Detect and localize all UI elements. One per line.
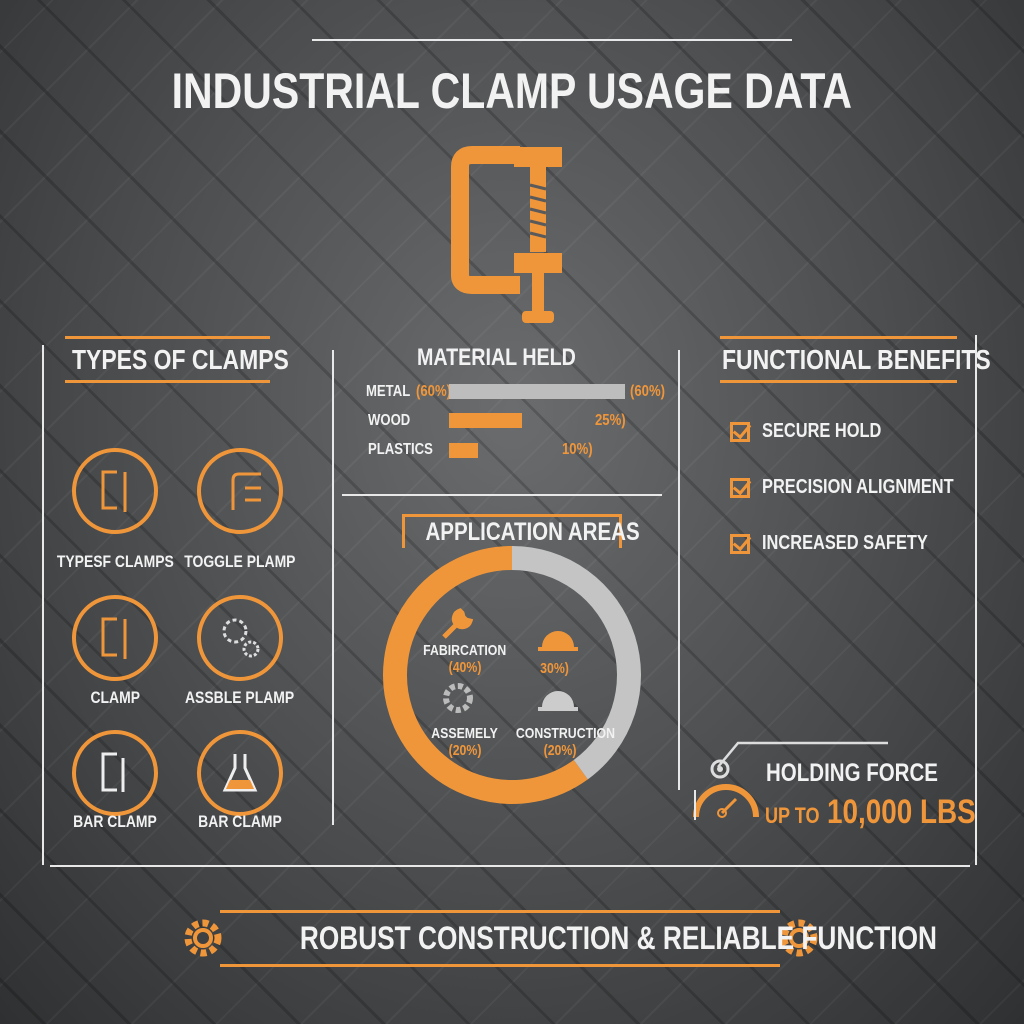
top-rule xyxy=(312,39,792,41)
donut-segment xyxy=(383,546,588,804)
frame-right xyxy=(975,335,977,865)
segment-assembly: Assemely(20%) xyxy=(431,725,499,759)
bar xyxy=(449,413,523,428)
segment-unlabeled: 30%) xyxy=(540,660,570,677)
donut-segment xyxy=(511,546,641,780)
application-donut xyxy=(383,546,641,804)
application-heading: Application Areas xyxy=(425,518,640,546)
material-heading: Material Held xyxy=(417,344,576,371)
bar xyxy=(449,443,479,458)
footer-tagline: Robust Construction & Reliable Function xyxy=(299,920,937,956)
frame-bottom xyxy=(50,865,970,867)
divider-left xyxy=(332,350,334,825)
gears-icon xyxy=(197,595,283,681)
bar xyxy=(449,384,625,399)
hard-hat-icon xyxy=(538,691,578,711)
gear-icon xyxy=(184,919,222,957)
checkbox-icon xyxy=(730,478,750,498)
gear-wrench-icon xyxy=(443,683,473,713)
wrench-icon xyxy=(442,608,474,639)
c-clamp-hero-icon xyxy=(451,146,562,323)
gauge-icon xyxy=(693,741,888,818)
bar-clamp-icon xyxy=(72,730,158,816)
types-heading: Types of Clamps xyxy=(72,344,289,375)
segment-fabrication: Fabircation(40%) xyxy=(423,642,507,676)
checkbox-icon xyxy=(730,422,750,442)
holding-force-value: Up to10,000 LBS xyxy=(765,793,977,831)
benefits-heading: Functional Benefits xyxy=(722,344,991,375)
flask-icon xyxy=(197,730,283,816)
c-clamp-icon xyxy=(72,595,158,681)
toggle-clamp-icon xyxy=(197,448,283,534)
page-title: Industrial Clamp Usage Data xyxy=(171,63,853,119)
checkbox-icon xyxy=(730,534,750,554)
hard-hat-icon xyxy=(538,631,578,651)
divider-right xyxy=(678,350,680,790)
application-heading-frame xyxy=(402,514,622,548)
frame-left xyxy=(42,345,44,865)
c-clamp-icon xyxy=(72,448,158,534)
holding-force-label: Holding Force xyxy=(766,759,938,787)
gear-icon xyxy=(780,919,818,957)
segment-construction: Construction(20%) xyxy=(515,725,615,759)
